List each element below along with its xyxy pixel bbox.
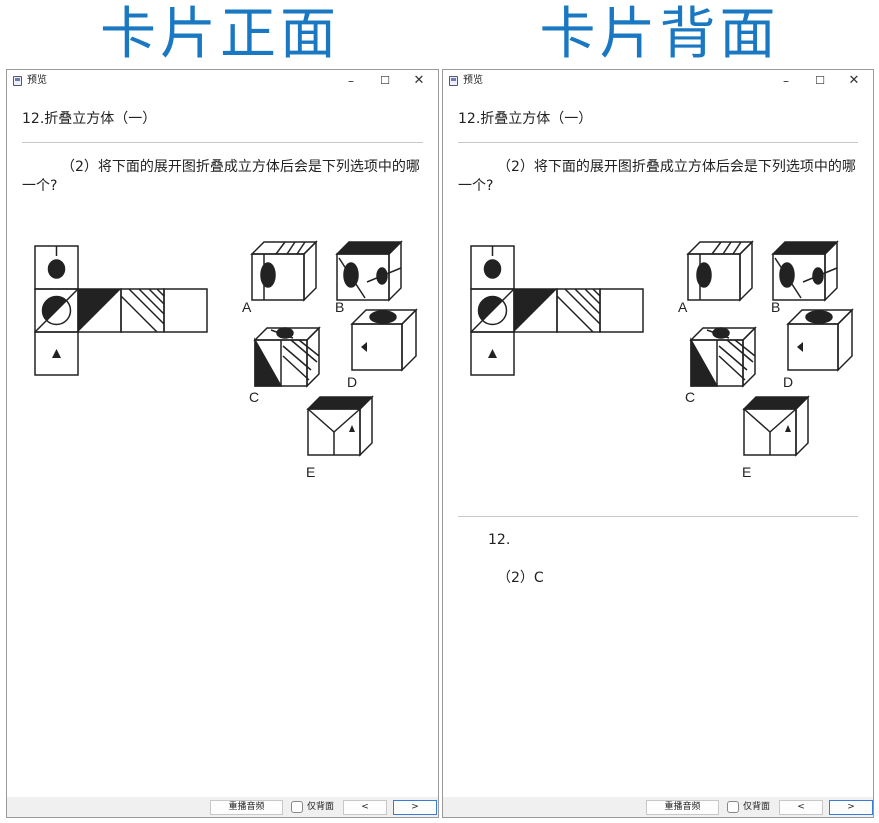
- app-icon: [13, 76, 22, 86]
- heading-divider: [458, 142, 858, 143]
- back-label: 卡片背面: [539, 2, 780, 67]
- front-preview-window: 预览 – ☐ ✕ 12.折叠立方体（一） （2）将下面的展开图折叠成立方体后会是…: [6, 69, 439, 818]
- cube-net-figure: A B C D E: [463, 232, 863, 492]
- option-label-b: B: [771, 299, 780, 315]
- maximize-button[interactable]: ☐: [815, 74, 825, 87]
- option-label-e: E: [742, 464, 751, 480]
- option-label-a: A: [678, 299, 688, 315]
- back-only-label: 仅背面: [743, 802, 771, 812]
- heading-divider: [22, 142, 423, 143]
- window-title: 预览: [27, 75, 47, 86]
- window-title: 预览: [463, 75, 483, 86]
- replay-audio-button[interactable]: 重播音频: [646, 800, 719, 815]
- option-label-e: E: [306, 464, 315, 480]
- next-button[interactable]: >: [829, 800, 873, 815]
- replay-audio-button[interactable]: 重播音频: [210, 800, 283, 815]
- cube-net-figure: A B C D E: [27, 232, 427, 492]
- back-only-label: 仅背面: [307, 802, 335, 812]
- minimize-button[interactable]: –: [783, 74, 789, 88]
- minimize-button[interactable]: –: [348, 74, 354, 88]
- option-label-a: A: [242, 299, 252, 315]
- prev-button[interactable]: <: [343, 800, 387, 815]
- back-only-checkbox[interactable]: [727, 801, 739, 813]
- question-text: （2）将下面的展开图折叠成立方体后会是下列选项中的哪一个?: [22, 159, 420, 194]
- app-icon: [449, 76, 458, 86]
- front-label: 卡片正面: [100, 2, 340, 67]
- answer-value: （2）C: [497, 570, 544, 586]
- back-preview-window: 预览 – ☐ ✕ 12.折叠立方体（一） （2）将下面的展开图折叠成立方体后会是…: [442, 69, 874, 818]
- bottom-toolbar: 重播音频 仅背面 < >: [443, 797, 873, 817]
- question-text: （2）将下面的展开图折叠成立方体后会是下列选项中的哪一个?: [458, 159, 856, 194]
- card-heading: 12.折叠立方体（一）: [458, 111, 593, 127]
- option-label-d: D: [347, 374, 357, 390]
- maximize-button[interactable]: ☐: [380, 74, 390, 87]
- answer-number: 12.: [488, 532, 511, 548]
- option-label-d: D: [783, 374, 793, 390]
- back-only-checkbox[interactable]: [291, 801, 303, 813]
- option-label-c: C: [249, 389, 259, 405]
- card-heading: 12.折叠立方体（一）: [22, 111, 157, 127]
- close-button[interactable]: ✕: [848, 73, 860, 88]
- option-label-b: B: [335, 299, 344, 315]
- bottom-toolbar: 重播音频 仅背面 < >: [7, 797, 438, 817]
- answer-divider: [458, 516, 858, 517]
- option-label-c: C: [685, 389, 695, 405]
- title-bar: 预览 – ☐ ✕: [443, 70, 873, 92]
- close-button[interactable]: ✕: [413, 73, 425, 88]
- prev-button[interactable]: <: [779, 800, 823, 815]
- next-button[interactable]: >: [393, 800, 437, 815]
- title-bar: 预览 – ☐ ✕: [7, 70, 438, 92]
